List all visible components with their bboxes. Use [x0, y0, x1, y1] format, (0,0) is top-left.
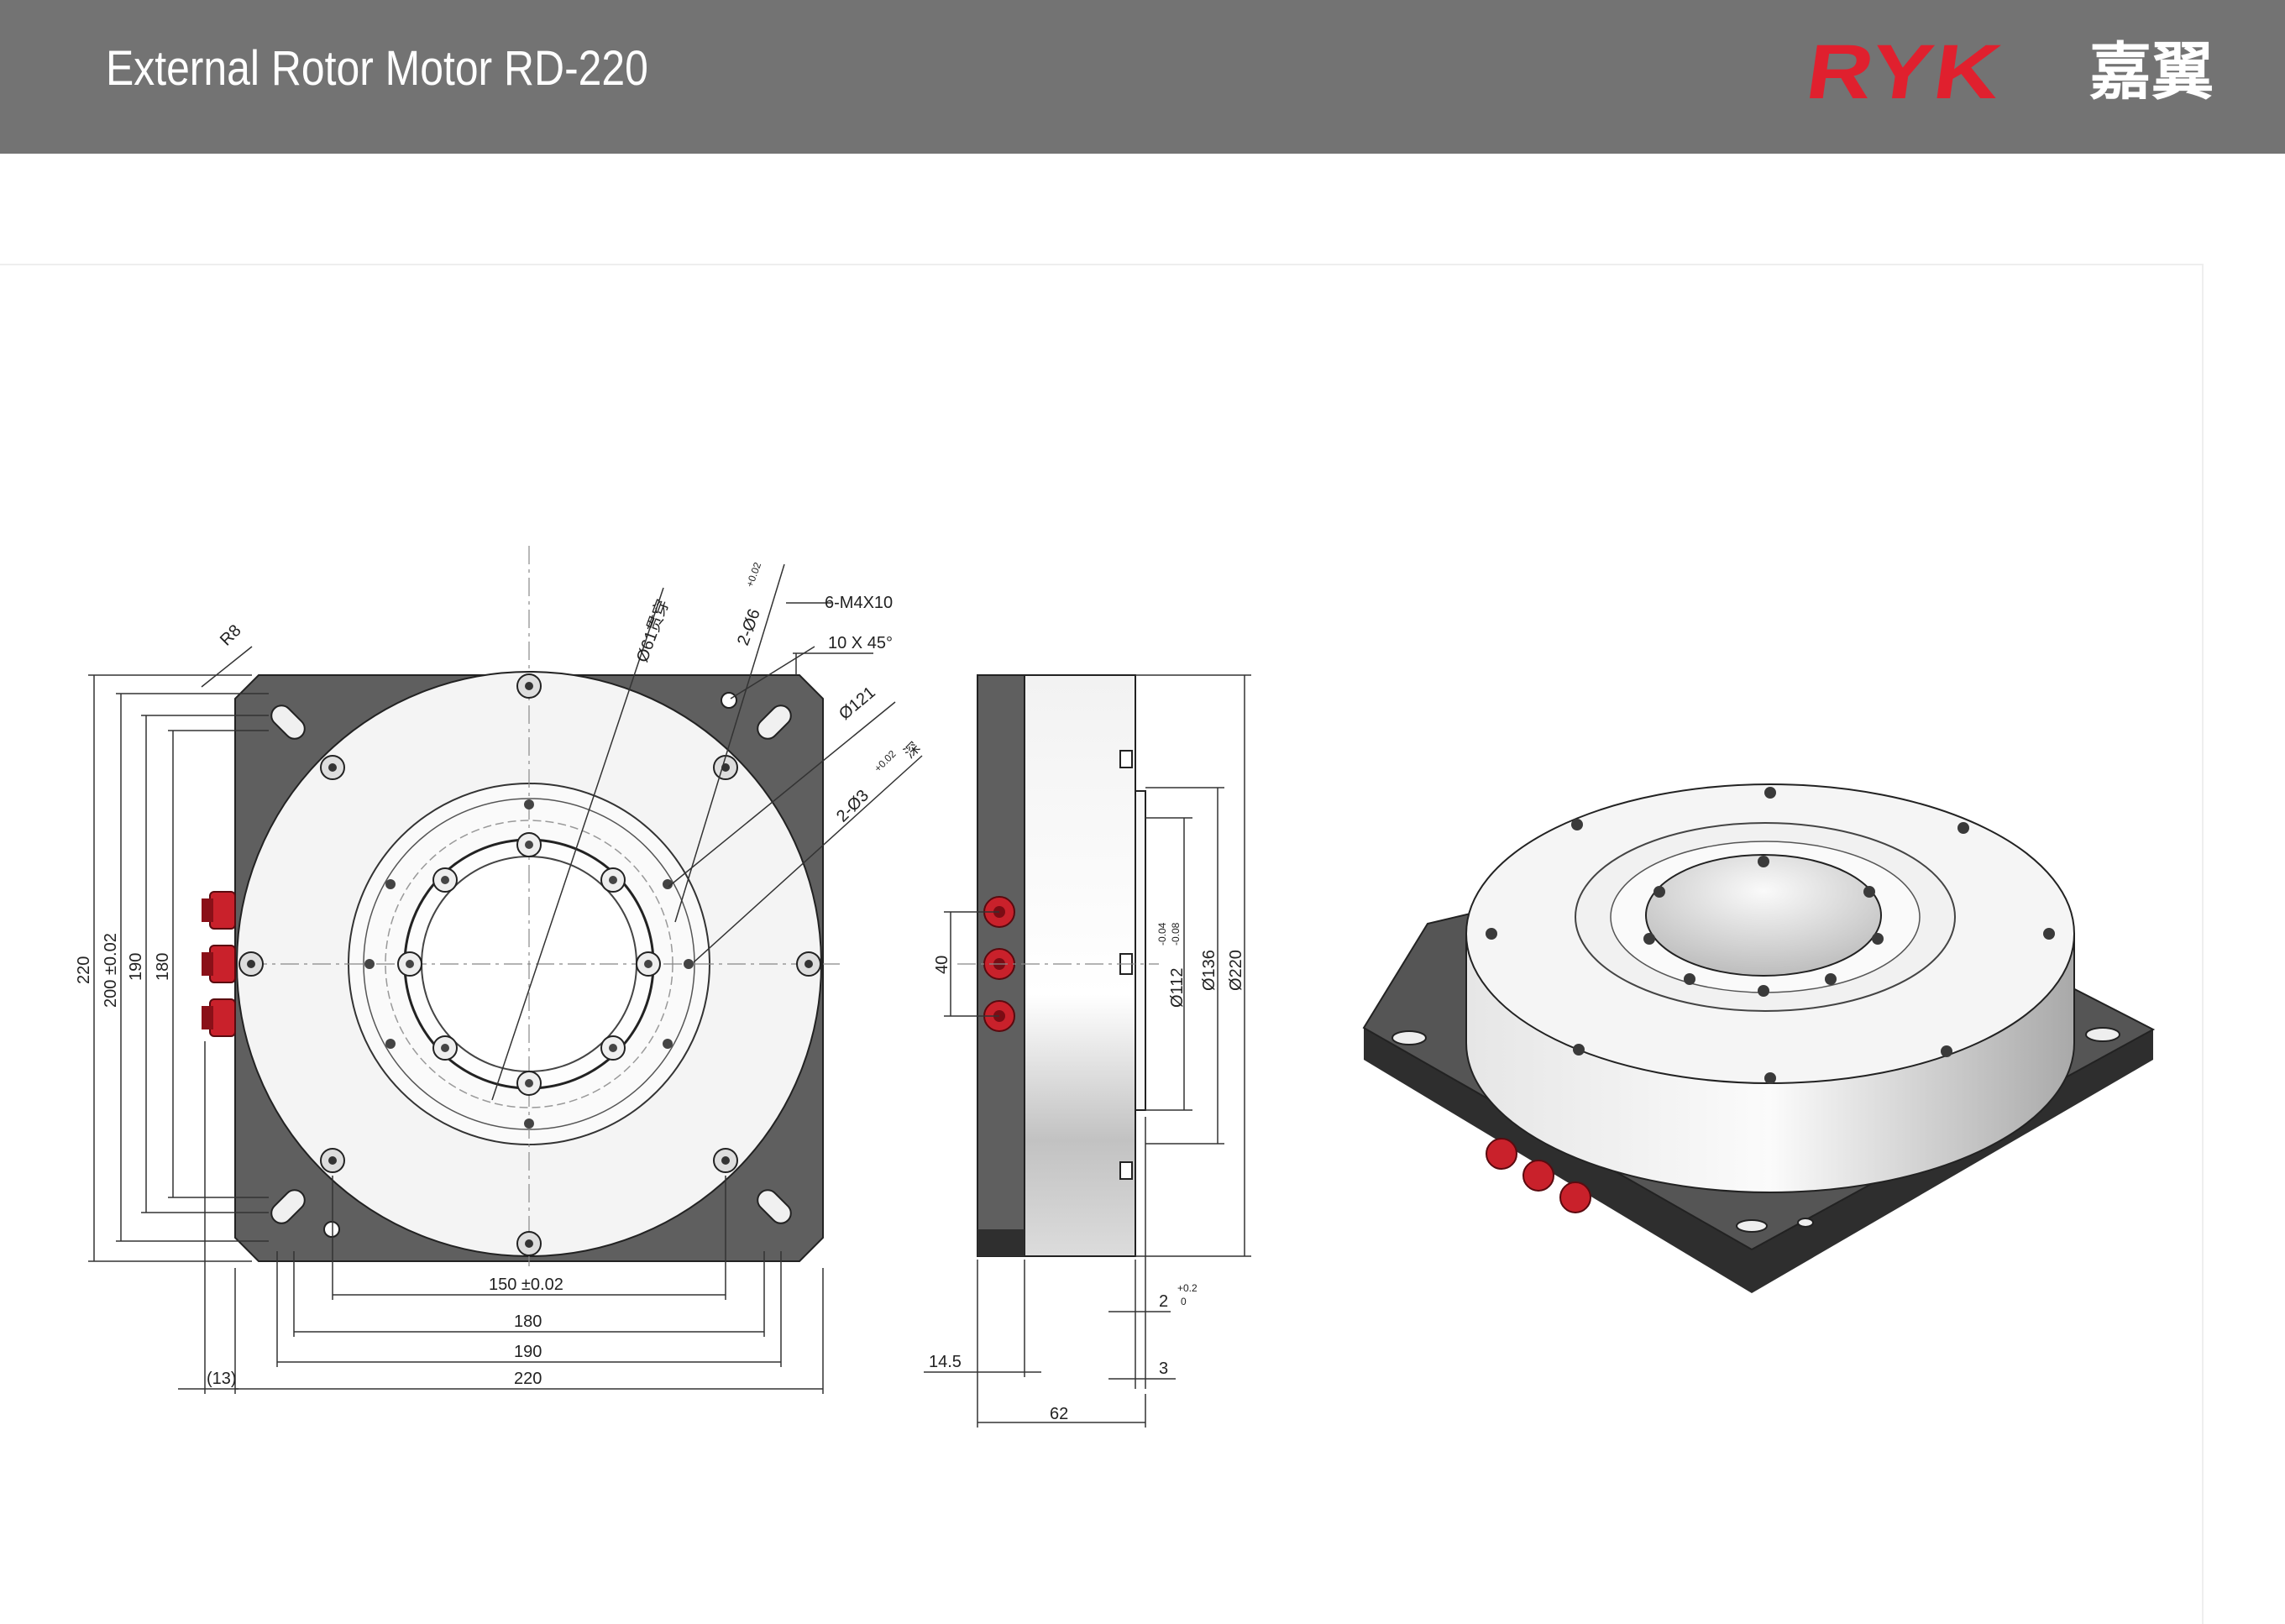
- label-d3: 3: [1159, 1359, 1168, 1378]
- page-title: External Rotor Motor RD-220: [106, 41, 648, 96]
- front-view: R8 Ø61贯穿 2-Ø6 +0.02 6-M4X10 10 X 45° Ø12…: [75, 546, 924, 1394]
- connectors-iso: [1486, 1138, 1591, 1213]
- label-h190: 190: [127, 953, 145, 981]
- label-m4: 6-M4X10: [825, 594, 893, 612]
- side-body: [1024, 674, 1136, 1257]
- label-pin6: 2-Ø6: [734, 606, 764, 647]
- label-d2-lo: 0: [1181, 1296, 1187, 1307]
- technical-drawing: R8 Ø61贯穿 2-Ø6 +0.02 6-M4X10 10 X 45° Ø12…: [75, 546, 2156, 1428]
- label-d2-up: +0.2: [1177, 1282, 1198, 1294]
- label-d121: Ø121: [836, 684, 879, 724]
- label-r8: R8: [217, 621, 245, 650]
- page-header: External Rotor Motor RD-220 RYK 嘉翼: [0, 0, 2285, 154]
- label-w220: 220: [514, 1370, 542, 1388]
- logo-cn-text: 嘉翼: [2089, 36, 2214, 108]
- label-h220: 220: [75, 956, 93, 984]
- side-view: 40 Ø112 -0.04 -0.08 Ø136 Ø220 2 +0.2 0 3…: [924, 674, 1251, 1428]
- label-h180: 180: [154, 953, 172, 981]
- brand-logo: RYK 嘉翼: [1801, 29, 2214, 115]
- label-w180: 180: [514, 1312, 542, 1331]
- label-d62: 62: [1050, 1405, 1068, 1423]
- label-d112-up: -0.04: [1156, 922, 1168, 946]
- label-w190: 190: [514, 1343, 542, 1361]
- label-d112: Ø112: [1168, 968, 1187, 1008]
- label-d136: Ø136: [1200, 950, 1218, 991]
- label-chamfer: 10 X 45°: [828, 634, 893, 652]
- label-d14: 14.5: [929, 1353, 962, 1371]
- label-d112-lo: -0.08: [1170, 922, 1182, 946]
- drawing-panel: [0, 264, 2204, 1624]
- label-d220: Ø220: [1227, 950, 1245, 991]
- label-d2: 2: [1159, 1292, 1168, 1311]
- label-pin6-tol: +0.02: [744, 560, 764, 589]
- label-d40: 40: [933, 956, 951, 974]
- label-h200: 200 ±0.02: [102, 933, 120, 1008]
- label-w13: (13): [207, 1370, 237, 1388]
- label-pin3-tol: +0.02: [872, 748, 899, 775]
- connectors-front: [202, 891, 236, 1037]
- label-d61: Ø61贯穿: [632, 597, 673, 665]
- isometric-view: [1362, 783, 2156, 1293]
- label-w150: 150 ±0.02: [489, 1276, 563, 1294]
- iso-bore: [1645, 854, 1882, 977]
